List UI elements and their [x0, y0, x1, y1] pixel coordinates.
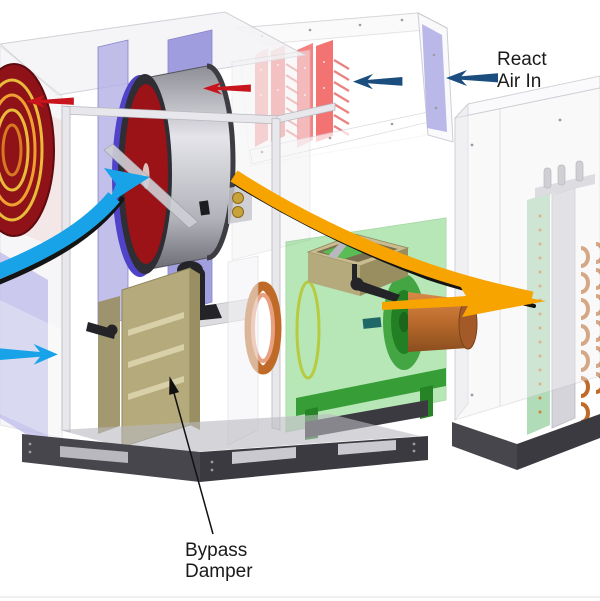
wheel-drum-rim	[206, 63, 236, 261]
annotations: React Air In Bypass Damper	[169, 49, 547, 582]
right-base-skid	[452, 414, 600, 470]
react-air-in-label-line2: Air In	[497, 71, 541, 92]
left-unit-right-wall	[231, 49, 311, 261]
coil-header-pipes	[535, 160, 595, 198]
cooling-coil	[527, 160, 600, 435]
bypass-damper-actuator	[86, 322, 118, 339]
lower-left-panel	[0, 300, 62, 442]
airflow-arrows	[0, 70, 546, 365]
process-inlet-filter	[0, 252, 48, 448]
right-unit-front-face	[454, 87, 600, 421]
bypass-damper-label-line2: Damper	[185, 561, 253, 582]
coil-u-bends	[580, 242, 600, 424]
left-base-skid	[22, 414, 428, 482]
motor-mount	[362, 317, 382, 329]
divider-panel	[227, 255, 259, 446]
blower-base	[296, 368, 446, 416]
drum-latch	[199, 200, 210, 216]
cooling-coil-unit	[453, 75, 600, 435]
react-air-in-label-line1: React	[497, 49, 547, 70]
skid-holes	[28, 442, 416, 472]
dry-air-out-arrow	[382, 286, 546, 317]
react-inlet-filter	[422, 24, 447, 132]
desiccant-wheel	[103, 63, 236, 277]
process-air-in-curved-arrow	[0, 168, 150, 285]
bypass-damper-label-line1: Bypass	[185, 540, 247, 561]
forklift-slots	[60, 440, 396, 464]
purge-fittings	[228, 184, 252, 224]
react-outlet-coil	[0, 63, 55, 237]
bypass-damper-leader	[169, 376, 214, 535]
wheel-support-arm	[103, 143, 199, 229]
damper-actuator	[350, 264, 400, 302]
bypass-damper	[86, 267, 200, 448]
